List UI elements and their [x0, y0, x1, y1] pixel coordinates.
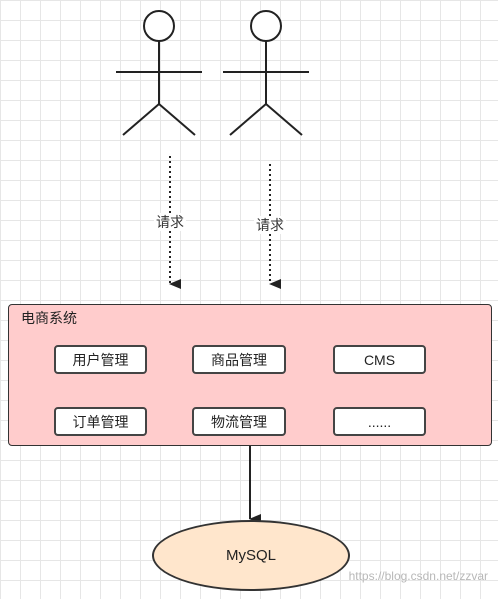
ecommerce-system-box: 电商系统 用户管理 商品管理 CMS 订单管理 物流管理 ......	[8, 304, 492, 446]
actor-1-head	[143, 10, 175, 42]
request-label-2: 请求	[254, 216, 286, 234]
watermark: https://blog.csdn.net/zzvar	[348, 569, 488, 583]
actor-2-head	[250, 10, 282, 42]
module-logistics-management: 物流管理	[192, 407, 286, 436]
database-label: MySQL	[225, 547, 276, 564]
module-user-management: 用户管理	[54, 345, 147, 374]
module-order-management: 订单管理	[54, 407, 147, 436]
actor-1-right-leg	[158, 103, 196, 136]
module-cms: CMS	[333, 345, 426, 374]
actor-2-left-leg	[229, 103, 267, 136]
module-product-management: 商品管理	[192, 345, 286, 374]
actor-1	[116, 10, 202, 136]
actor-1-left-leg	[122, 103, 160, 136]
actor-2-right-leg	[265, 103, 303, 136]
actor-2	[223, 10, 309, 136]
mysql-database: MySQL	[152, 520, 350, 591]
request-label-1: 请求	[154, 213, 186, 231]
module-more: ......	[333, 407, 426, 436]
system-title: 电商系统	[21, 310, 77, 326]
